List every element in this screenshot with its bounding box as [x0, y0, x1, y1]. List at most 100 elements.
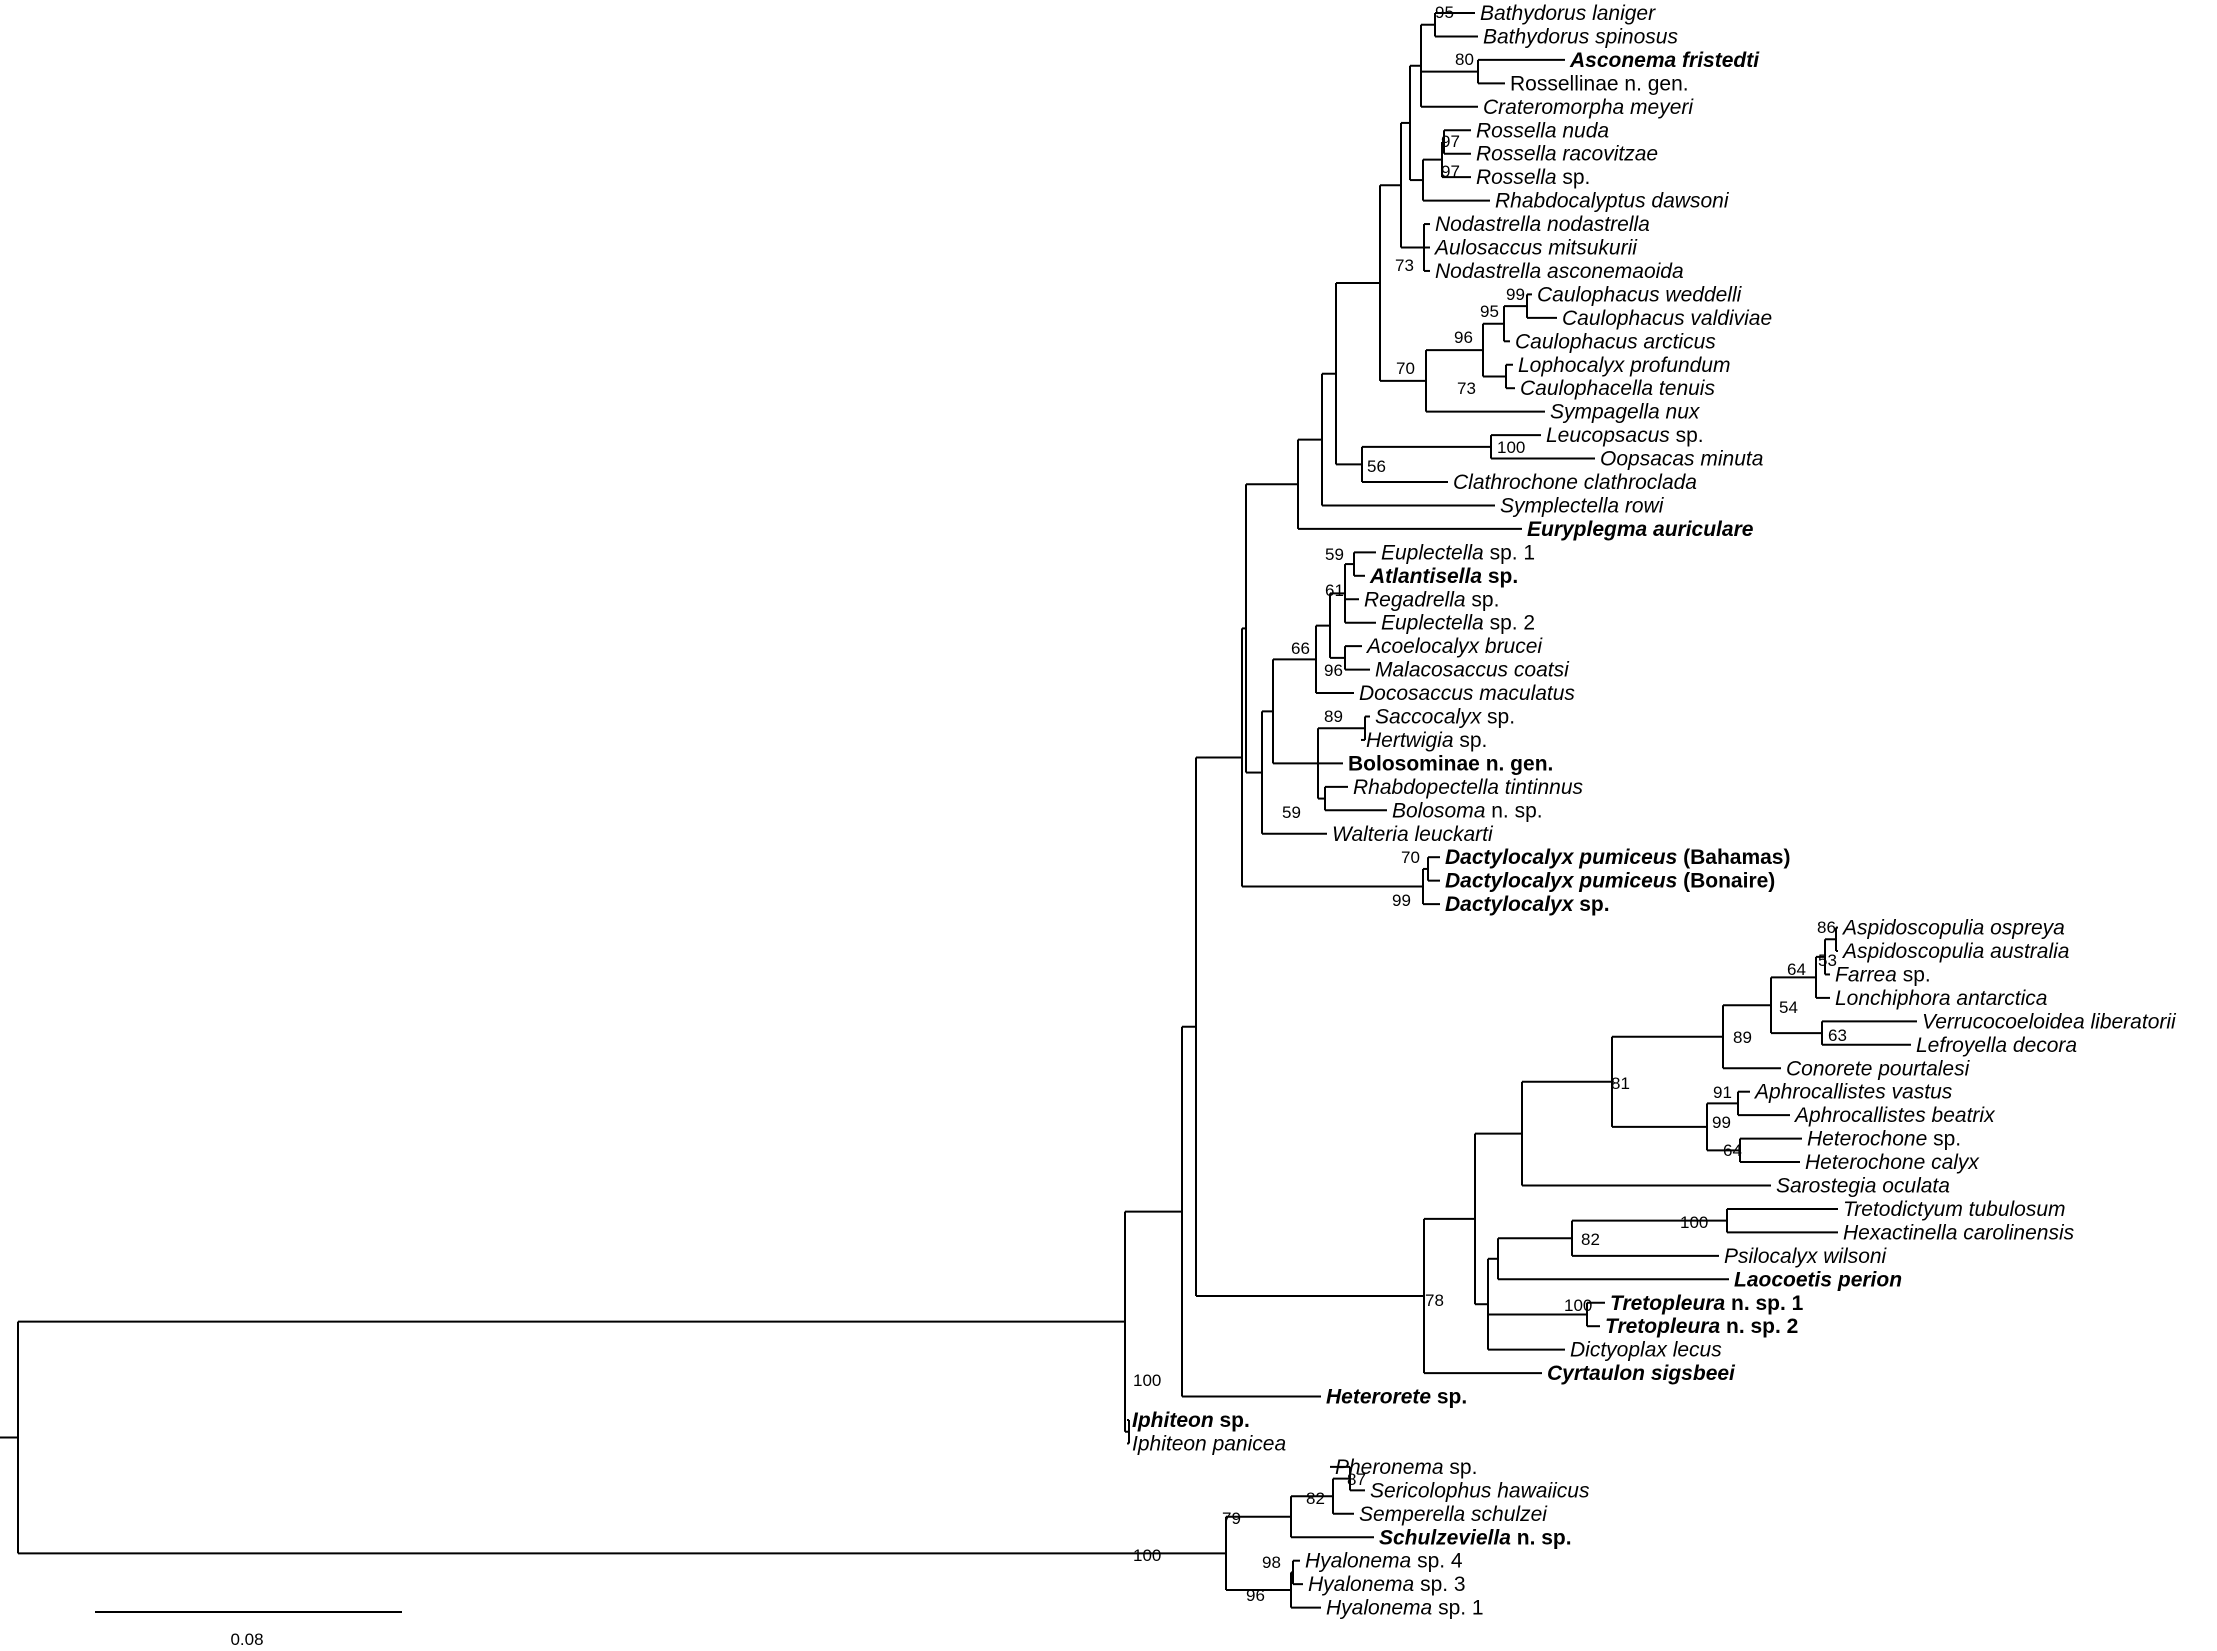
tip-label-nodastrella-asconemaoida: Nodastrella asconemaoida — [1435, 260, 1684, 283]
support-value: 56 — [1367, 457, 1386, 476]
tip-label-iphiteon-panicea: Iphiteon panicea — [1132, 1432, 1286, 1455]
tree-branches — [0, 12, 1917, 1609]
tip-label-crateromorpha-meyeri: Crateromorpha meyeri — [1483, 96, 1694, 119]
tip-label-acoelocalyx-brucei: Acoelocalyx brucei — [1365, 635, 1543, 658]
tip-label-malacosaccus-coatsi: Malacosaccus coatsi — [1375, 659, 1570, 682]
support-value: 64 — [1787, 960, 1806, 979]
tip-label-schulzeviella-n-sp: Schulzeviella n. sp. — [1379, 1526, 1572, 1549]
tip-label-tretopleura-n-sp-2: Tretopleura n. sp. 2 — [1605, 1315, 1798, 1338]
support-value: 96 — [1246, 1586, 1265, 1605]
support-value: 95 — [1480, 302, 1499, 321]
tip-label-tretopleura-n-sp-1: Tretopleura n. sp. 1 — [1610, 1292, 1804, 1315]
tip-label-dactylocalyx-pumiceus-bonaire: Dactylocalyx pumiceus (Bonaire) — [1445, 870, 1775, 893]
tip-label-aphrocallistes-vastus: Aphrocallistes vastus — [1753, 1081, 1953, 1104]
tip-label-walteria-leuckarti: Walteria leuckarti — [1332, 823, 1494, 846]
support-value: 59 — [1282, 803, 1301, 822]
support-value: 95 — [1435, 3, 1454, 22]
support-value: 96 — [1324, 661, 1343, 680]
tip-label-bolosoma-n-sp: Bolosoma n. sp. — [1392, 799, 1543, 822]
tip-label-laocoetis-perion: Laocoetis perion — [1734, 1268, 1902, 1291]
support-value: 66 — [1291, 639, 1310, 658]
tip-label-pheronema-sp: Pheronema sp. — [1335, 1456, 1477, 1479]
tip-label-bathydorus-laniger: Bathydorus laniger — [1480, 2, 1656, 25]
tip-label-heterochone-sp: Heterochone sp. — [1807, 1128, 1961, 1151]
support-value: 53 — [1818, 951, 1837, 970]
tip-label-dactylocalyx-sp: Dactylocalyx sp. — [1445, 893, 1610, 916]
tip-label-hyalonema-sp-4: Hyalonema sp. 4 — [1305, 1550, 1463, 1573]
tip-label-euplectella-sp-2: Euplectella sp. 2 — [1381, 612, 1535, 635]
tip-label-aspidoscopulia-ospreya: Aspidoscopulia ospreya — [1841, 917, 2065, 940]
support-value: 63 — [1828, 1026, 1847, 1045]
support-value: 99 — [1712, 1113, 1731, 1132]
tip-label-rossella-nuda: Rossella nuda — [1476, 119, 1609, 142]
support-value: 86 — [1817, 918, 1836, 937]
tip-label-aspidoscopulia-australia: Aspidoscopulia australia — [1841, 940, 2069, 963]
tip-label-hyalonema-sp-3: Hyalonema sp. 3 — [1308, 1573, 1466, 1596]
tip-label-hertwigia-sp: Hertwigia sp. — [1366, 729, 1487, 752]
tip-label-semperella-schulzei: Semperella schulzei — [1359, 1503, 1548, 1526]
tip-label-farrea-sp: Farrea sp. — [1835, 963, 1931, 986]
tip-label-sympagella-nux: Sympagella nux — [1550, 401, 1701, 424]
tip-label-atlantisella-sp: Atlantisella sp. — [1369, 565, 1518, 588]
tip-label-caulophacus-valdiviae: Caulophacus valdiviae — [1562, 307, 1772, 330]
support-value: 64 — [1723, 1141, 1742, 1160]
tip-label-psilocalyx-wilsoni: Psilocalyx wilsoni — [1724, 1245, 1888, 1268]
support-value: 100 — [1133, 1546, 1161, 1565]
support-value: 91 — [1713, 1083, 1732, 1102]
tip-label-sarostegia-oculata: Sarostegia oculata — [1776, 1175, 1950, 1198]
support-value: 79 — [1222, 1509, 1241, 1528]
tip-label-aphrocallistes-beatrix: Aphrocallistes beatrix — [1793, 1104, 1996, 1127]
support-value: 96 — [1454, 328, 1473, 347]
tip-label-rossella-racovitzae: Rossella racovitzae — [1476, 143, 1658, 166]
support-value: 70 — [1396, 359, 1415, 378]
tip-label-aulosaccus-mitsukurii: Aulosaccus mitsukurii — [1433, 237, 1638, 260]
tip-label-leucopsacus-sp: Leucopsacus sp. — [1546, 424, 1704, 447]
tip-label-asconema-fristedti: Asconema fristedti — [1569, 49, 1760, 72]
support-value: 100 — [1564, 1296, 1592, 1315]
support-value: 54 — [1779, 998, 1798, 1017]
support-value: 97 — [1441, 132, 1460, 151]
support-value: 100 — [1133, 1371, 1161, 1390]
support-value: 89 — [1324, 707, 1343, 726]
tip-label-rossella-sp: Rossella sp. — [1476, 166, 1590, 189]
tip-label-caulophacus-weddelli: Caulophacus weddelli — [1537, 283, 1743, 306]
tip-label-heterochone-calyx: Heterochone calyx — [1805, 1151, 1980, 1174]
tip-label-euplectella-sp-1: Euplectella sp. 1 — [1381, 541, 1535, 564]
tip-label-symplectella-rowi: Symplectella rowi — [1500, 494, 1665, 517]
support-value: 100 — [1680, 1213, 1708, 1232]
tip-label-euryplegma-auriculare: Euryplegma auriculare — [1527, 518, 1754, 541]
tip-label-rhabdocalyptus-dawsoni: Rhabdocalyptus dawsoni — [1495, 190, 1730, 213]
support-value: 100 — [1497, 438, 1525, 457]
support-value: 70 — [1401, 848, 1420, 867]
tip-label-caulophacella-tenuis: Caulophacella tenuis — [1520, 377, 1715, 400]
support-value: 81 — [1611, 1074, 1630, 1093]
tip-label-sericolophus-hawaiicus: Sericolophus hawaiicus — [1370, 1479, 1590, 1502]
tip-label-verrucocoeloidea-liberatorii: Verrucocoeloidea liberatorii — [1922, 1010, 2177, 1033]
tip-label-docosaccus-maculatus: Docosaccus maculatus — [1359, 682, 1575, 705]
support-value: 99 — [1392, 891, 1411, 910]
tip-label-dictyoplax-lecus: Dictyoplax lecus — [1570, 1339, 1722, 1362]
support-value: 97 — [1441, 162, 1460, 181]
scale-bar: 0.08 — [95, 1611, 402, 1649]
tip-label-conorete-pourtalesi: Conorete pourtalesi — [1786, 1057, 1971, 1080]
tip-label-regadrella-sp: Regadrella sp. — [1364, 588, 1499, 611]
support-value: 99 — [1506, 285, 1525, 304]
scale-bar-label: 0.08 — [230, 1630, 263, 1649]
tip-label-bolosominae-n-gen: Bolosominae n. gen. — [1348, 752, 1553, 775]
support-value: 82 — [1306, 1489, 1325, 1508]
support-value: 82 — [1581, 1230, 1600, 1249]
support-value: 78 — [1425, 1291, 1444, 1310]
tip-label-caulophacus-arcticus: Caulophacus arcticus — [1515, 330, 1716, 353]
tip-label-cyrtaulon-sigsbeei: Cyrtaulon sigsbeei — [1547, 1362, 1736, 1385]
support-value: 89 — [1733, 1028, 1752, 1047]
support-value: 61 — [1325, 581, 1344, 600]
tip-label-rossellinae-n-gen: Rossellinae n. gen. — [1510, 72, 1689, 95]
tip-label-tretodictyum-tubulosum: Tretodictyum tubulosum — [1843, 1198, 2066, 1221]
support-value: 80 — [1455, 50, 1474, 69]
tip-label-saccocalyx-sp: Saccocalyx sp. — [1375, 706, 1515, 729]
tip-label-lefroyella-decora: Lefroyella decora — [1916, 1034, 2077, 1057]
tip-label-hexactinella-carolinensis: Hexactinella carolinensis — [1843, 1221, 2075, 1244]
tip-label-hyalonema-sp-1: Hyalonema sp. 1 — [1326, 1597, 1484, 1620]
tip-label-heterorete-sp: Heterorete sp. — [1326, 1386, 1467, 1409]
